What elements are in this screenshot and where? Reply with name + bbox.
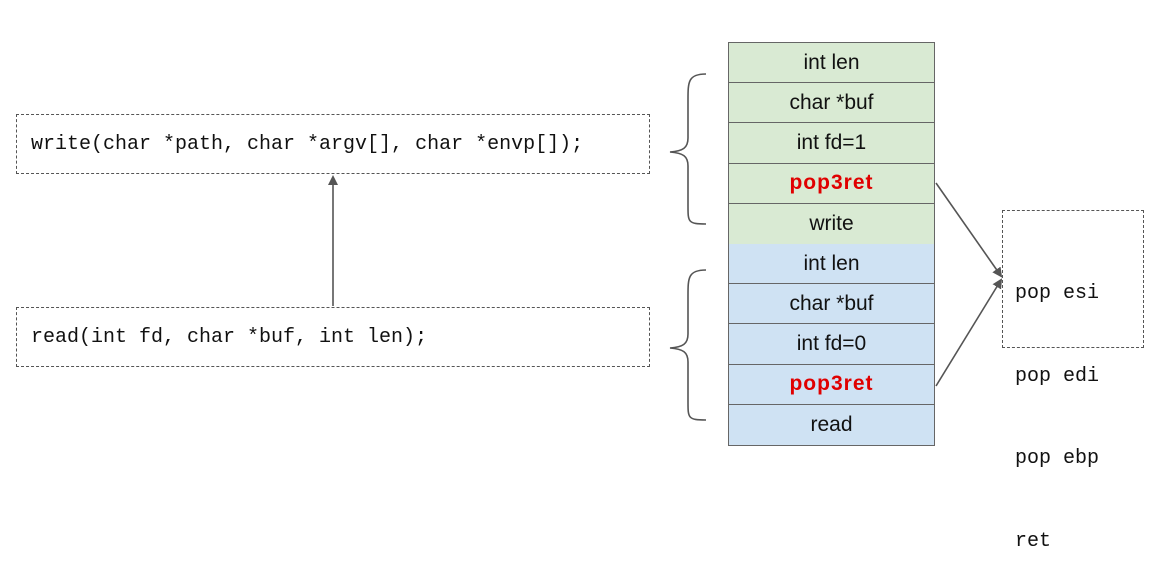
write-frame-fd-cell: int fd=1 (729, 123, 934, 164)
write-pop3ret-arrow (935, 182, 1003, 278)
read-call-text: read(int fd, char *buf, int len); (31, 325, 428, 349)
gadget-line: ret (1015, 529, 1052, 553)
read-pop3ret-arrow (935, 278, 1003, 387)
read-frame-len-cell: int len (729, 244, 934, 285)
read-frame-brace (669, 269, 707, 421)
write-frame-pop3ret-cell: pop3ret (729, 163, 934, 204)
write-frame-brace (669, 73, 707, 225)
pop3ret-gadget-box: pop esi pop edi pop ebp ret (1002, 210, 1144, 553)
read-call-box: read(int fd, char *buf, int len); (16, 307, 650, 367)
read-frame-pop3ret-cell: pop3ret (729, 364, 934, 405)
read-stack-frame: int len char *buf int fd=0 pop3ret read (728, 244, 935, 446)
read-frame-func-cell: read (729, 404, 934, 445)
connector-layer (328, 73, 1003, 421)
read-frame-fd-cell: int fd=0 (729, 324, 934, 365)
write-frame-func-cell: write (729, 203, 934, 244)
write-call-text: write(char *path, char *argv[], char *en… (31, 132, 584, 156)
gadget-line: pop ebp (1015, 447, 1100, 470)
write-stack-frame: int len char *buf int fd=1 pop3ret write (728, 42, 935, 245)
write-call-box: write(char *path, char *argv[], char *en… (16, 114, 650, 174)
read-frame-buf-cell: char *buf (729, 284, 934, 325)
write-frame-len-cell: int len (729, 43, 934, 84)
write-frame-buf-cell: char *buf (729, 83, 934, 124)
gadget-line: pop esi (1015, 282, 1100, 305)
gadget-line: pop edi (1015, 364, 1100, 388)
